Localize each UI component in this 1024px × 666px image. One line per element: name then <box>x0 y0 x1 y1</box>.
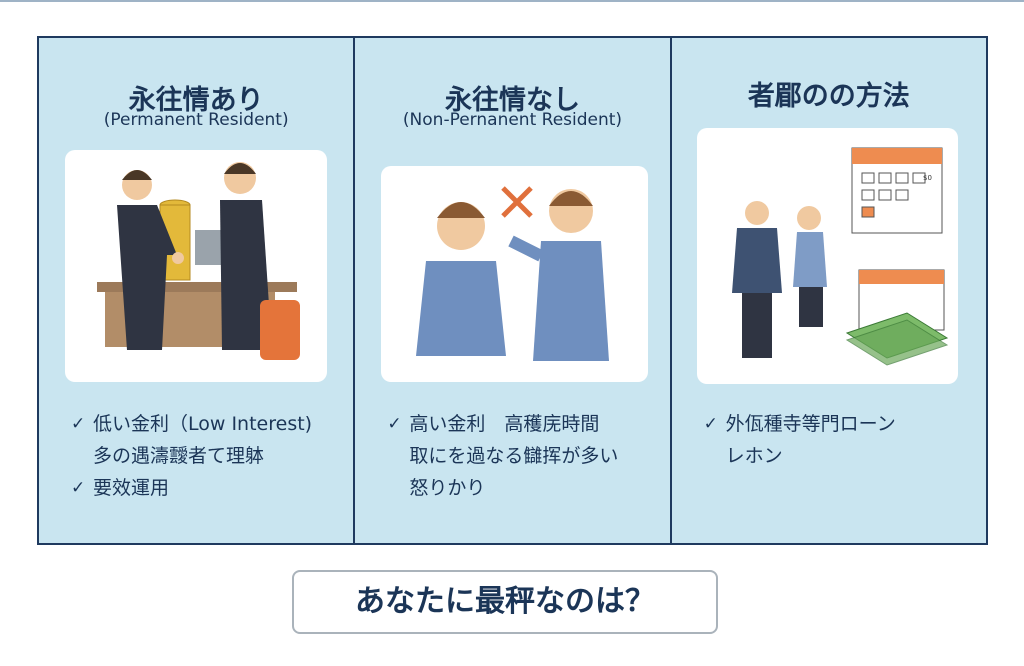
item-text: 怒りかり <box>409 477 486 499</box>
item-text: 要效運用 <box>93 477 170 499</box>
item-text: 低い金利（Low Interest) <box>93 413 313 435</box>
calendar-icon <box>858 269 945 331</box>
list-item: 怒りかり <box>387 472 618 504</box>
list-item: ✓ 要效運用 <box>71 472 312 504</box>
panel-non-permanent-resident: 永往情なし (Non-Pernanent Resident) ✓ 高い金利 高穫庑… <box>355 38 672 543</box>
list-item: ✓ 外佤種寺等門ローン <box>704 408 896 440</box>
panel-subtitle: (Permanent Resident) <box>103 110 289 130</box>
item-text: 多の遇濤靉者て理躰 <box>93 445 265 467</box>
item-text: レホン <box>725 445 783 467</box>
item-text: 高い金利 高穫庑時間 <box>409 413 600 435</box>
top-divider <box>0 0 1024 2</box>
panel-subtitle: (Non-Pernanent Resident) <box>402 110 623 130</box>
calendar-icon: $0 <box>851 147 943 234</box>
check-icon: ✓ <box>703 414 718 434</box>
list-item: ✓ 高い金利 高穫庑時間 <box>387 408 618 440</box>
check-icon: ✓ <box>387 414 402 434</box>
money-stack-icon <box>845 312 948 366</box>
which-is-best-button[interactable]: あなたに最秤なのは？ <box>292 570 718 634</box>
item-text: 取にを過なる讎挥が多い <box>409 445 619 467</box>
panel-title: 者郿のの方法 <box>747 81 910 112</box>
list-item: 多の遇濤靉者て理躰 <box>71 440 312 472</box>
feature-list: ✓ 低い金利（Low Interest) 多の遇濤靉者て理躰 ✓ 要效運用 <box>71 408 312 504</box>
feature-list: ✓ 外佤種寺等門ローン レホン <box>704 408 896 472</box>
list-item: ✓ 低い金利（Low Interest) <box>71 408 312 440</box>
check-icon: ✓ <box>71 478 86 498</box>
handshake-illustration <box>65 150 327 382</box>
rejection-illustration <box>381 166 649 382</box>
panel-title: 永往情あり <box>128 85 264 116</box>
panel-methods: 者郿のの方法 $0 ✓ 外佤種寺等門ローン レホン <box>672 38 986 543</box>
calendar-money-illustration: $0 <box>696 128 958 384</box>
list-item: 取にを過なる讎挥が多い <box>387 440 618 472</box>
feature-list: ✓ 高い金利 高穫庑時間 取にを過なる讎挥が多い 怒りかり <box>387 408 618 504</box>
list-item: レホン <box>704 440 896 472</box>
check-icon: ✓ <box>71 414 86 434</box>
svg-text:$0: $0 <box>923 174 932 182</box>
item-text: 外佤種寺等門ローン <box>725 413 896 435</box>
panel-permanent-resident: 永往情あり (Permanent Resident) ✓ 低い金利（Low Int… <box>39 38 356 543</box>
comparison-frame: 永往情あり (Permanent Resident) ✓ 低い金利（Low Int… <box>37 36 988 545</box>
panel-title: 永往情なし <box>444 85 580 116</box>
cross-icon <box>501 186 534 218</box>
